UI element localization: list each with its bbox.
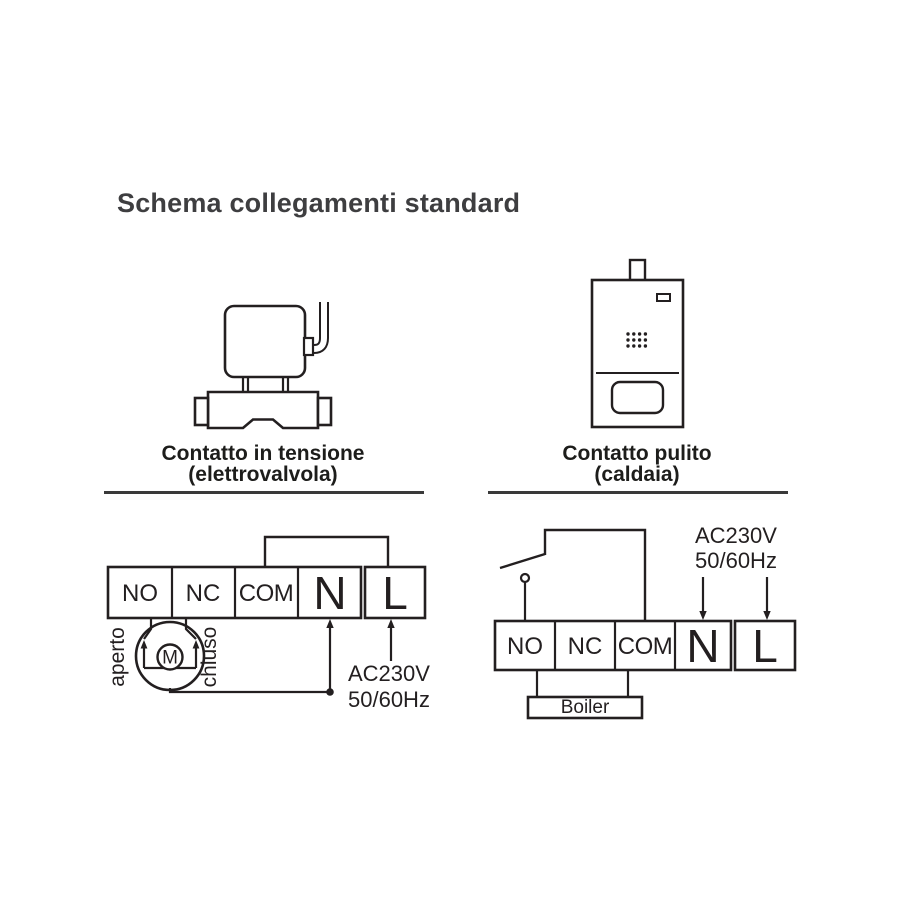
right-power-line1: AC230V (695, 523, 777, 548)
switch-wire-to-com (543, 528, 647, 622)
right-terminal-com: COM (618, 633, 673, 660)
jumper-wire-com-l (263, 535, 390, 568)
right-caption-line1: Contatto pulito (562, 442, 712, 465)
arrowhead-l (387, 619, 395, 628)
right-caption-line2: (caldaia) (594, 463, 680, 486)
switch-contact-circle (519, 572, 531, 584)
arrowhead-n (326, 619, 334, 628)
right-power-line2: 50/60Hz (695, 548, 777, 573)
valve-illustration (193, 299, 333, 430)
valve-actuator-body (223, 304, 307, 379)
right-terminal-l: L (752, 620, 778, 672)
left-terminal-com: COM (239, 580, 294, 607)
motor-label: M (162, 648, 178, 669)
left-wiring-diagram: NO NC COM N L M aperto chiuso AC230V 50/… (106, 535, 430, 712)
motor-inner-circle (156, 643, 184, 671)
arrowhead-l (763, 611, 771, 620)
left-power-line1: AC230V (348, 661, 430, 686)
arrowhead-open (140, 640, 148, 649)
right-terminal-n: N (686, 620, 719, 672)
boiler-door (610, 380, 665, 415)
arrowhead-closed (192, 640, 200, 649)
valve-fitting-left (193, 396, 210, 427)
left-caption-line2: (elettrovalvola) (188, 463, 338, 486)
right-wiring-diagram: AC230V 50/60Hz NO NC COM N L Boiler (493, 523, 797, 720)
page-title: Schema collegamenti standard (117, 188, 521, 218)
right-separator-line (488, 491, 788, 494)
boiler-box (526, 695, 644, 720)
right-terminal-nc: NC (568, 633, 603, 660)
left-caption: Contatto in tensione (elettrovalvola) (103, 443, 423, 485)
label-chiuso: chiuso (198, 627, 221, 688)
valve-cable-nub (302, 336, 315, 357)
wire-motor-to-n (168, 626, 332, 694)
left-separator-line (104, 491, 424, 494)
left-caption-line1: Contatto in tensione (161, 442, 365, 465)
left-power-line2: 50/60Hz (348, 687, 430, 712)
label-aperto: aperto (106, 627, 129, 687)
left-terminal-n: N (313, 567, 346, 619)
wire-nc-to-motor (184, 618, 197, 640)
right-terminal-no: NO (507, 633, 543, 660)
right-caption: Contatto pulito (caldaia) (477, 443, 797, 485)
boiler-illustration (590, 258, 685, 429)
left-terminal-no: NO (122, 580, 158, 607)
valve-body (206, 390, 320, 430)
arrowhead-n (699, 611, 707, 620)
right-terminal-l-box (733, 619, 797, 672)
valve-fitting-right (316, 396, 333, 427)
switch-blade (499, 552, 546, 570)
boiler-box-label: Boiler (561, 697, 610, 718)
right-terminal-strip (493, 619, 733, 672)
left-terminal-l-box (363, 565, 427, 620)
junction-dot (326, 688, 334, 696)
left-terminal-nc: NC (186, 580, 221, 607)
boiler-display (656, 293, 671, 302)
boiler-vent-dots (626, 332, 648, 348)
left-terminal-l: L (382, 567, 408, 619)
